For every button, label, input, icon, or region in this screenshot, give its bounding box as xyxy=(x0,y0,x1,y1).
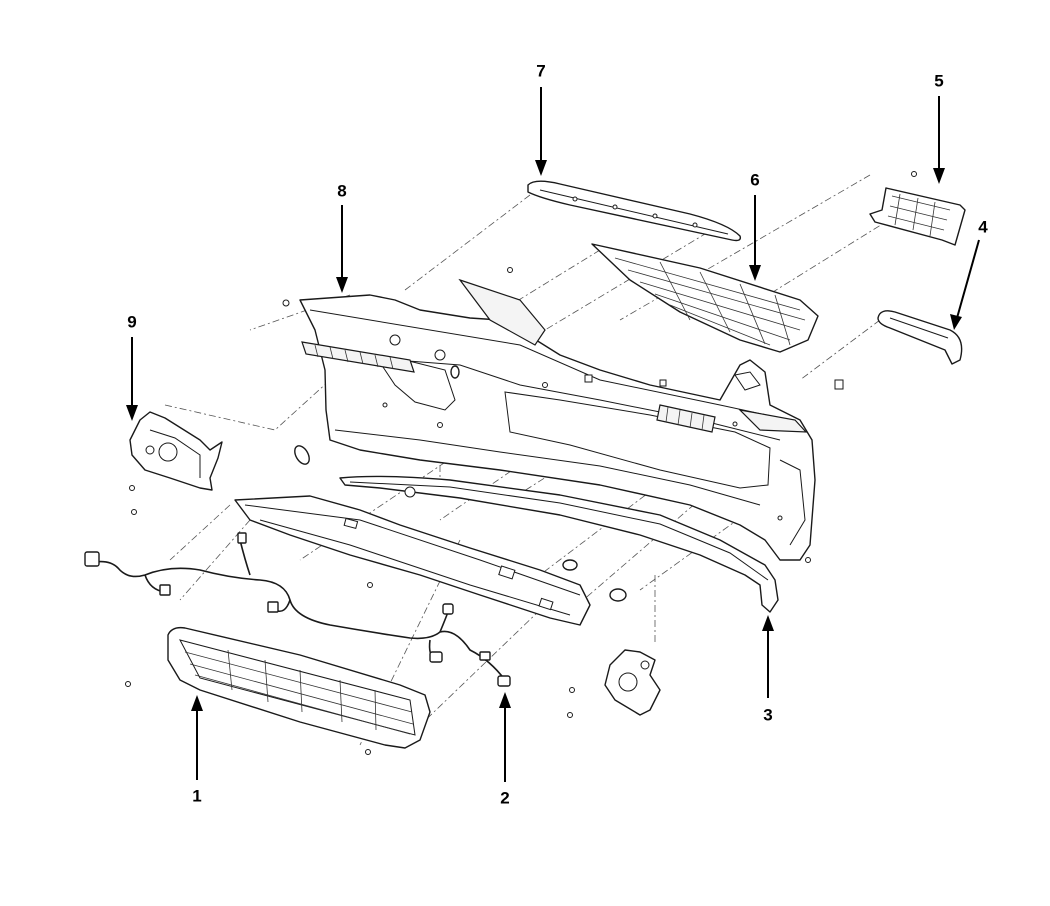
front-bumper-cover xyxy=(282,267,844,563)
callout-arrows xyxy=(126,87,980,782)
upper-radiator-grille xyxy=(591,243,819,353)
fog-lamp-left xyxy=(129,411,223,515)
callout-7: 7 xyxy=(536,61,545,80)
clip-fastener xyxy=(294,365,460,465)
wiring-harness xyxy=(84,532,511,687)
callout-5: 5 xyxy=(934,71,943,90)
callout-6: 6 xyxy=(750,170,759,189)
fog-lamp-right xyxy=(567,649,661,718)
bumper-bracket-upper xyxy=(869,171,966,246)
energy-absorber-center xyxy=(656,404,716,433)
lower-radiator-grille xyxy=(125,626,431,755)
callout-labels: 7 5 6 8 4 9 3 1 2 xyxy=(127,61,988,807)
bumper-reinforcement-beam xyxy=(234,486,627,626)
callout-2: 2 xyxy=(500,788,509,807)
callout-8: 8 xyxy=(337,181,346,200)
lower-lip-strip xyxy=(339,475,779,613)
upper-molding-strip xyxy=(527,180,742,242)
callout-9: 9 xyxy=(127,312,136,331)
callout-4: 4 xyxy=(978,217,988,236)
energy-absorber-left xyxy=(301,341,415,373)
callout-3: 3 xyxy=(763,705,772,724)
side-trim-piece xyxy=(877,310,963,365)
callout-1: 1 xyxy=(192,786,201,805)
